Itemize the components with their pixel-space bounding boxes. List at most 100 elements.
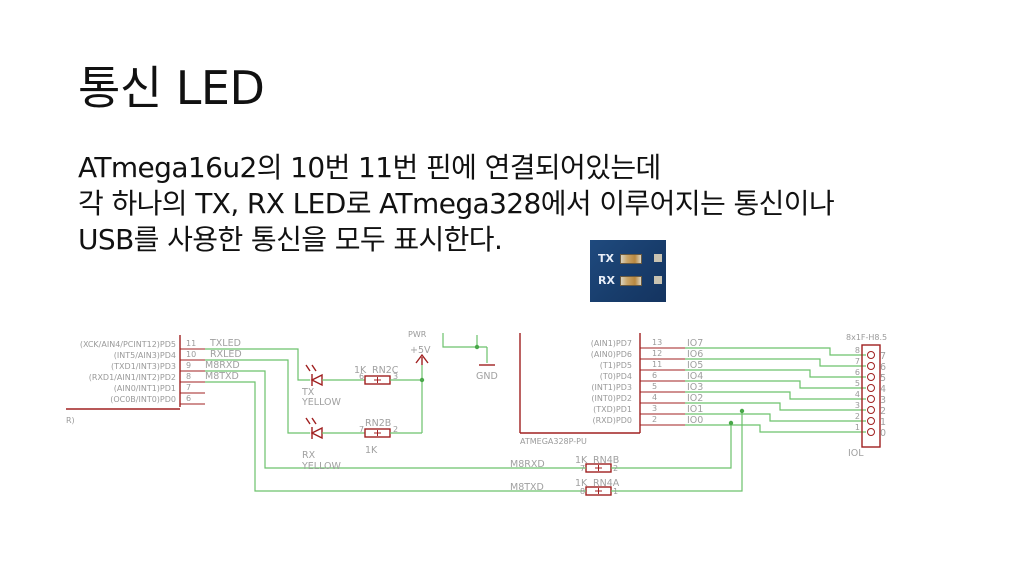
- header-pin-num: 3: [855, 401, 860, 410]
- led-schematic: R) (XCK/AIN4/PCINT12)PD5 11 (INT5/AIN3)P…: [66, 330, 887, 496]
- m328-net: IO7: [687, 338, 703, 349]
- rx-led-color: YELLOW: [301, 461, 342, 472]
- rx-led-pad: [654, 276, 662, 284]
- photo-tx-label: TX: [598, 252, 614, 265]
- tx-led-pad: [654, 254, 662, 262]
- m328-net: IO4: [687, 371, 703, 382]
- m328-pin-row: (INT0)PD2 4 IO2: [591, 393, 703, 404]
- header-pin-num: 6: [855, 368, 860, 377]
- m328-pin-row: (TXD)PD1 3 IO1: [593, 404, 703, 415]
- m328-pin-name: (INT0)PD2: [591, 394, 632, 403]
- m328-pin-name: (TXD)PD1: [593, 405, 632, 414]
- rn4b-net: M8RXD: [510, 459, 545, 470]
- u2-pin-name: (OC0B/INT0)PD0: [110, 395, 176, 404]
- m328-pin-num: 3: [652, 404, 657, 413]
- m328-pin-num: 13: [652, 338, 662, 347]
- u2-pin-name: (TXD1/INT3)PD3: [111, 362, 176, 371]
- resistor-rn4b: [508, 423, 732, 473]
- rn2b-ref: RN2B: [365, 418, 391, 429]
- wire-rxled: [205, 359, 310, 434]
- u2-pin-num: 11: [186, 339, 196, 348]
- header-io-num: 6: [880, 362, 886, 373]
- m328-net: IO5: [687, 360, 703, 371]
- u2-pin-row: (INT5/AIN3)PD4 10: [114, 350, 205, 361]
- rn2c-ref: RN2C: [372, 365, 399, 376]
- m328-pin-row: (RXD)PD0 2 IO0: [592, 415, 703, 426]
- rn4b-ref: RN4B: [593, 455, 619, 466]
- m328-pin-row: (AIN1)PD7 13 IO7: [591, 338, 704, 349]
- body-text: ATmega16u2의 10번 11번 핀에 연결되어있는데 각 하나의 TX,…: [78, 150, 958, 258]
- header-pin-num: 4: [855, 390, 860, 399]
- m328-net: IO2: [687, 393, 703, 404]
- tx-led-chip: [620, 254, 642, 264]
- header-io-num: 3: [880, 395, 886, 406]
- rn2c-value: 1K: [354, 365, 367, 376]
- body-line-2: 각 하나의 TX, RX LED로 ATmega328에서 이루어지는 통신이나: [78, 187, 835, 220]
- wire-txled: [205, 348, 310, 381]
- rx-led-symbol: [305, 417, 365, 440]
- m328-pin-name: (T0)PD4: [600, 372, 632, 381]
- header-pin: 65: [855, 368, 886, 384]
- u2-pin-num: 8: [186, 372, 191, 381]
- header-pin: 76: [855, 357, 886, 373]
- io-wires: [685, 347, 866, 433]
- header-io-num: 2: [880, 406, 886, 417]
- resistor-rn2b: [364, 428, 422, 438]
- header-pin: 10: [855, 423, 886, 439]
- m328-pin-num: 5: [652, 382, 657, 391]
- m328-net: IO1: [687, 404, 703, 415]
- board-led-photo: TX RX: [590, 240, 666, 302]
- supply-5v: [415, 353, 429, 433]
- u2-pin-num: 10: [186, 350, 196, 359]
- rn4a-value: 1K: [575, 478, 588, 489]
- m328-pin-name: (RXD)PD0: [592, 416, 632, 425]
- m328-chip-label: ATMEGA328P-PU: [520, 437, 587, 446]
- header-pin: 87: [855, 346, 886, 362]
- rn4a-pin-a: 8: [580, 487, 585, 496]
- u2-pin-num: 9: [186, 361, 191, 370]
- tx-led-color: YELLOW: [301, 397, 342, 408]
- u2-pin-name: (AIN0/INT1)PD1: [114, 384, 176, 393]
- net-label-rxled: RXLED: [210, 349, 242, 360]
- u2-pin-row: (TXD1/INT3)PD3 9: [111, 361, 205, 372]
- header-io-num: 0: [880, 428, 886, 439]
- rn2b-value: 1K: [365, 445, 378, 456]
- header-io-num: 5: [880, 373, 886, 384]
- header-io-num: 1: [880, 417, 886, 428]
- m328-pin-num: 11: [652, 360, 662, 369]
- iol-header-ref: IOL: [848, 448, 864, 459]
- u2-pin-num: 6: [186, 394, 191, 403]
- header-io-num: 7: [880, 351, 886, 362]
- tx-led-symbol: [305, 364, 365, 387]
- photo-rx-label: RX: [598, 274, 615, 287]
- net-label-txled: TXLED: [209, 338, 241, 349]
- iol-header: [861, 344, 881, 448]
- gnd-symbol: [442, 333, 495, 366]
- u2-pin-row: (AIN0/INT1)PD1 7: [114, 383, 205, 394]
- rn4b-pin-b: 2: [613, 464, 618, 473]
- m328-pin-name: (AIN1)PD7: [591, 339, 632, 348]
- rn2c-pin-a: 6: [359, 372, 364, 381]
- header-pin: 32: [855, 401, 886, 417]
- header-pin: 21: [855, 412, 886, 428]
- header-pin: 43: [855, 390, 886, 406]
- iol-header-label: 8x1F-H8.5: [846, 333, 887, 342]
- m328-pin-name: (AIN0)PD6: [591, 350, 632, 359]
- m328-pin-num: 4: [652, 393, 657, 402]
- rn4b-pin-a: 7: [580, 464, 585, 473]
- supply-top-label: PWR: [408, 330, 427, 339]
- rn4a-pin-b: 1: [613, 487, 618, 496]
- m328-pin-num: 12: [652, 349, 662, 358]
- u2-pin-row: (OC0B/INT0)PD0 6: [110, 394, 205, 405]
- header-pin-num: 5: [855, 379, 860, 388]
- m328-net: IO0: [687, 415, 703, 426]
- wire-m8txd: [205, 381, 508, 492]
- resistor-rn2c: [364, 375, 422, 385]
- body-line-1: ATmega16u2의 10번 11번 핀에 연결되어있는데: [78, 151, 661, 184]
- gnd-label: GND: [476, 371, 498, 382]
- m328-pin-num: 2: [652, 415, 657, 424]
